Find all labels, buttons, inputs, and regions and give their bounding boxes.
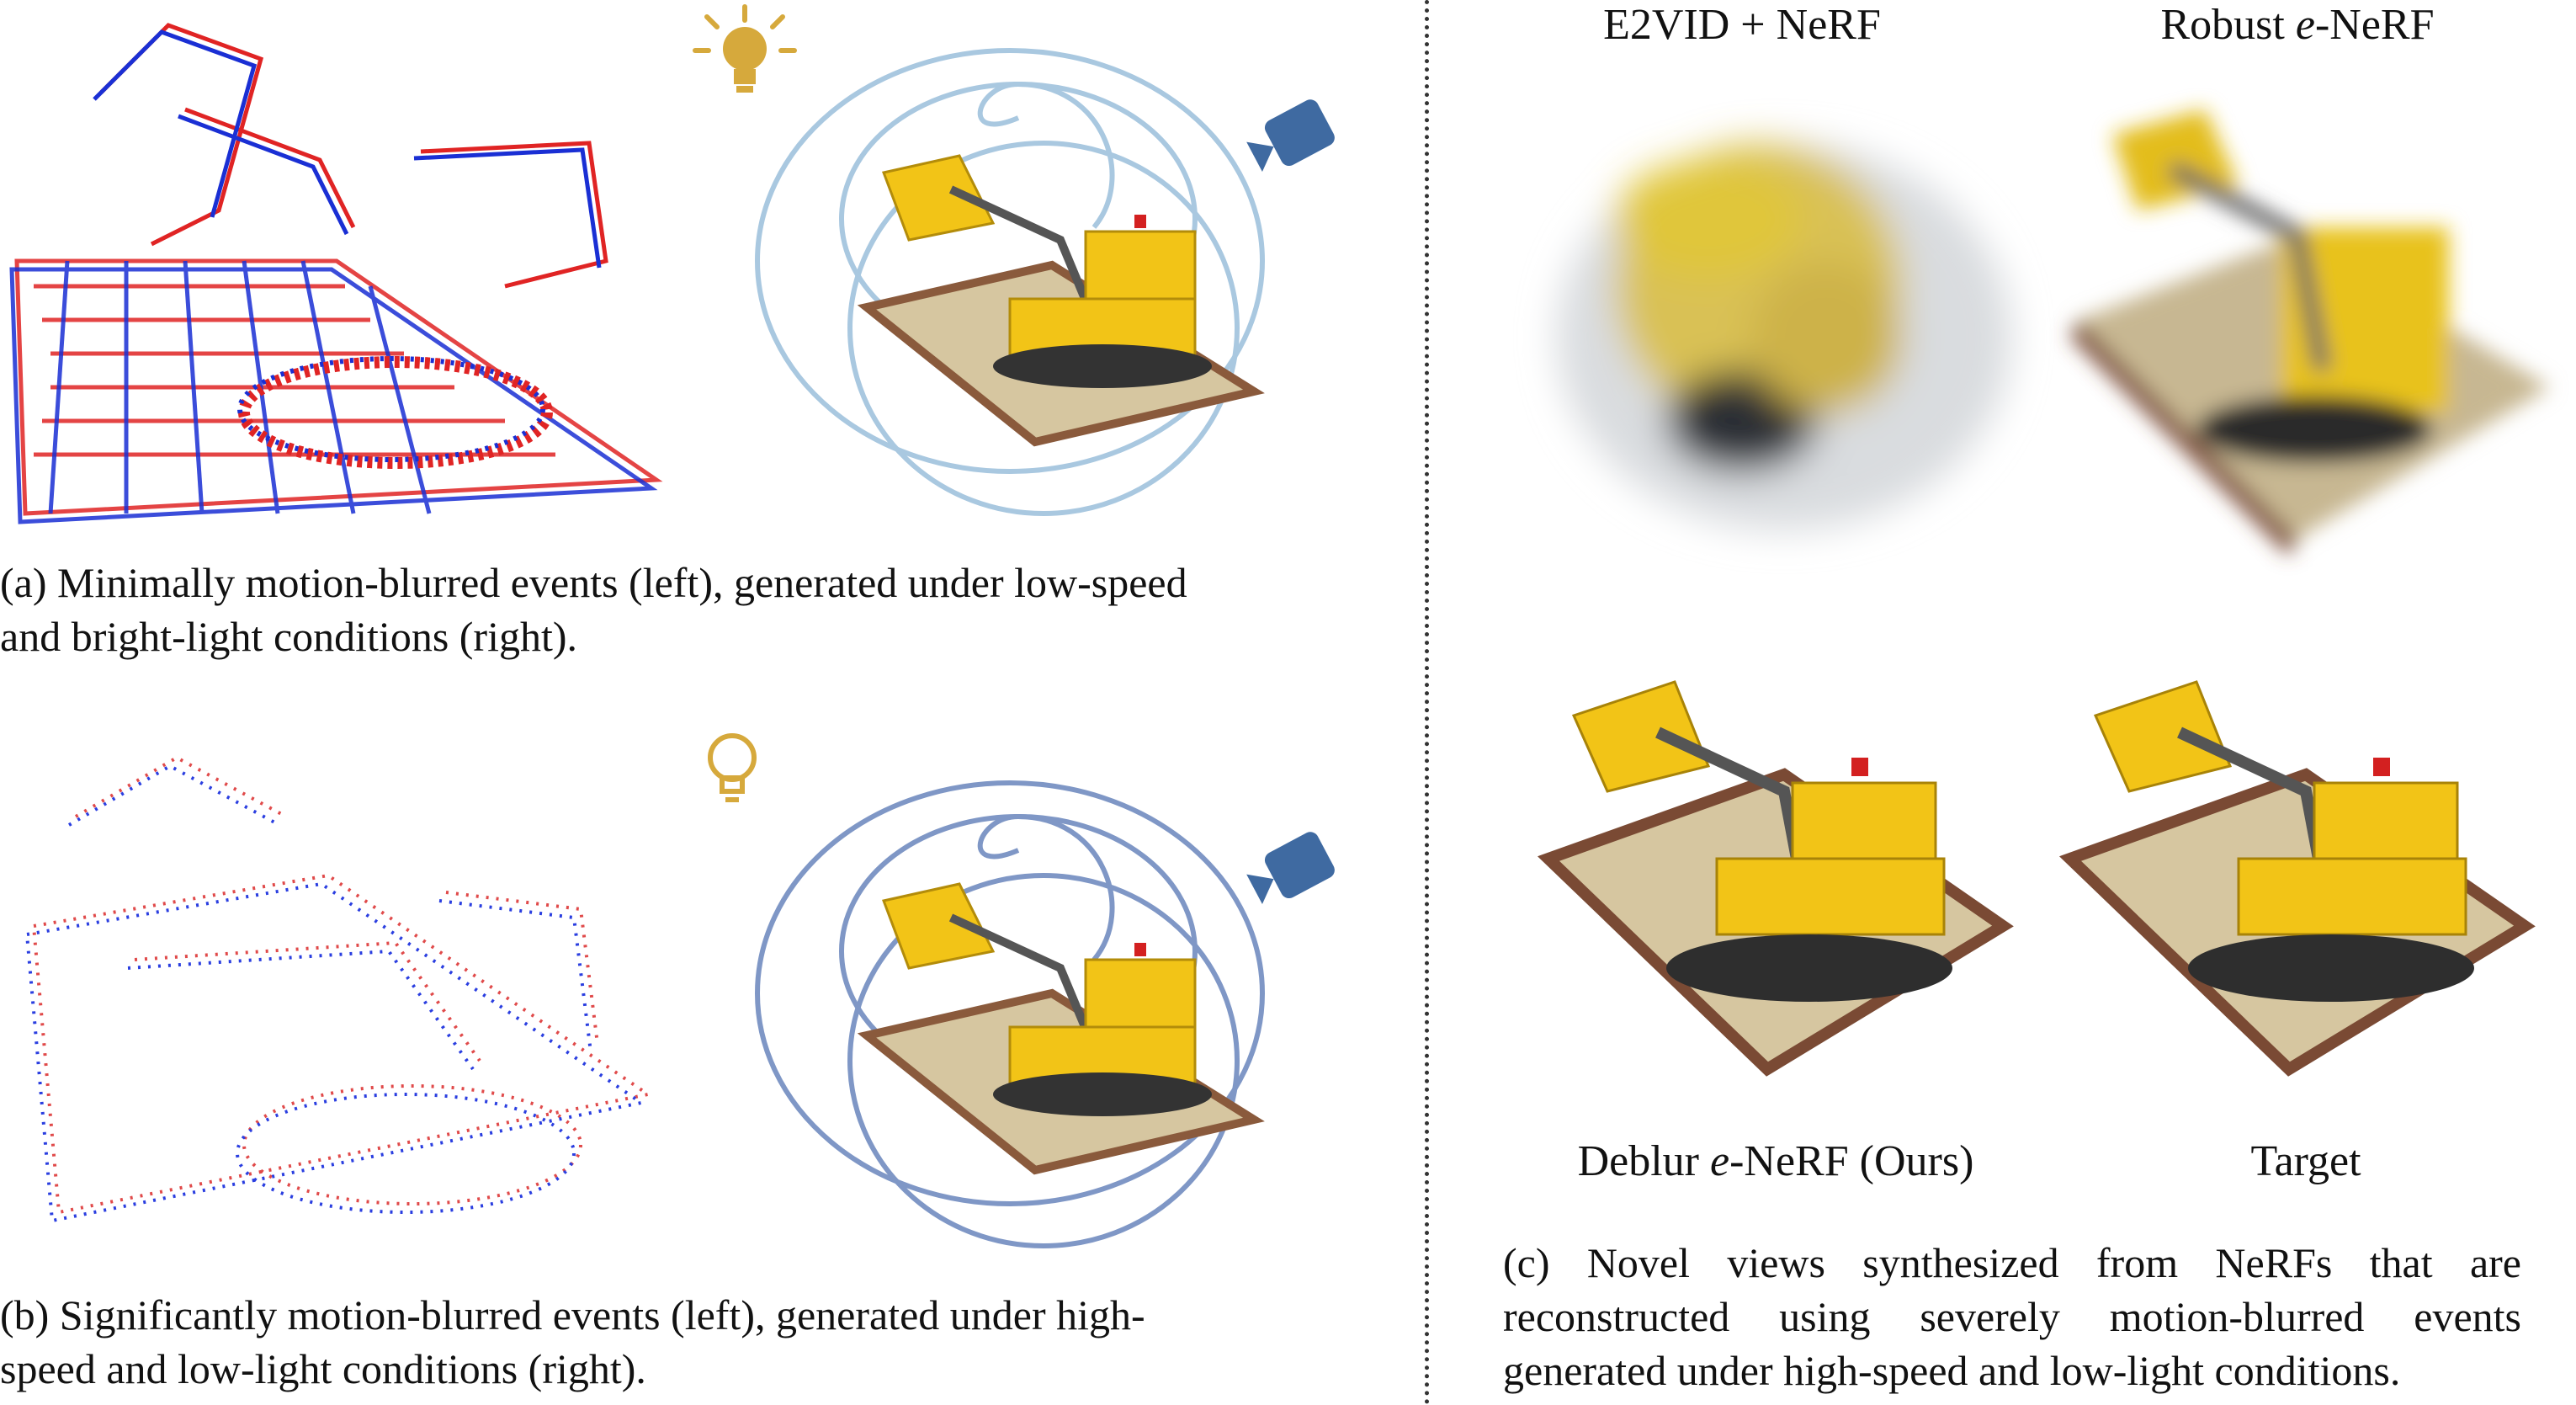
caption-a: (a) Minimally motion-blurred events (lef… [0, 556, 1397, 663]
caption-c: (c) Novel views synthesized from NeRFs t… [1503, 1236, 2521, 1397]
lego-bulldozer-b [857, 882, 1265, 1175]
render-target [2058, 680, 2536, 1077]
caption-b-line2: speed and low-light conditions (right). [0, 1345, 646, 1392]
caption-c-line1: (c) Novel views synthesized from NeRFs t… [1503, 1239, 2521, 1286]
render-robust [2070, 109, 2550, 556]
lightbulb-bright-icon [690, 0, 799, 101]
event-image-b [24, 755, 653, 1223]
title-e2vid: E2VID + NeRF [1603, 1, 1881, 49]
render-deblur-ours [1537, 680, 2014, 1077]
lightbulb-dim-icon [698, 724, 766, 817]
caption-b-line1: (b) Significantly motion-blurred events … [0, 1291, 1145, 1338]
title-target: Target [2250, 1137, 2361, 1185]
caption-c-line2: reconstructed using severely motion-blur… [1503, 1293, 2521, 1340]
camera-icon-b [1246, 825, 1346, 909]
dotted-divider [1425, 0, 1429, 1405]
caption-b: (b) Significantly motion-blurred events … [0, 1288, 1397, 1396]
title-robust: Robust e-NeRF [2160, 1, 2435, 49]
caption-c-line3: generated under high-speed and low-light… [1503, 1347, 2401, 1394]
camera-trajectory-a [755, 48, 1265, 516]
caption-a-line2: and bright-light conditions (right). [0, 613, 578, 660]
lego-bulldozer-a [857, 154, 1265, 447]
event-image-a [9, 23, 663, 524]
caption-a-line1: (a) Minimally motion-blurred events (lef… [0, 559, 1187, 606]
camera-icon-a [1246, 93, 1346, 177]
render-e2vid [1557, 143, 2011, 530]
title-deblur-ours: Deblur e-NeRF (Ours) [1577, 1137, 1974, 1185]
